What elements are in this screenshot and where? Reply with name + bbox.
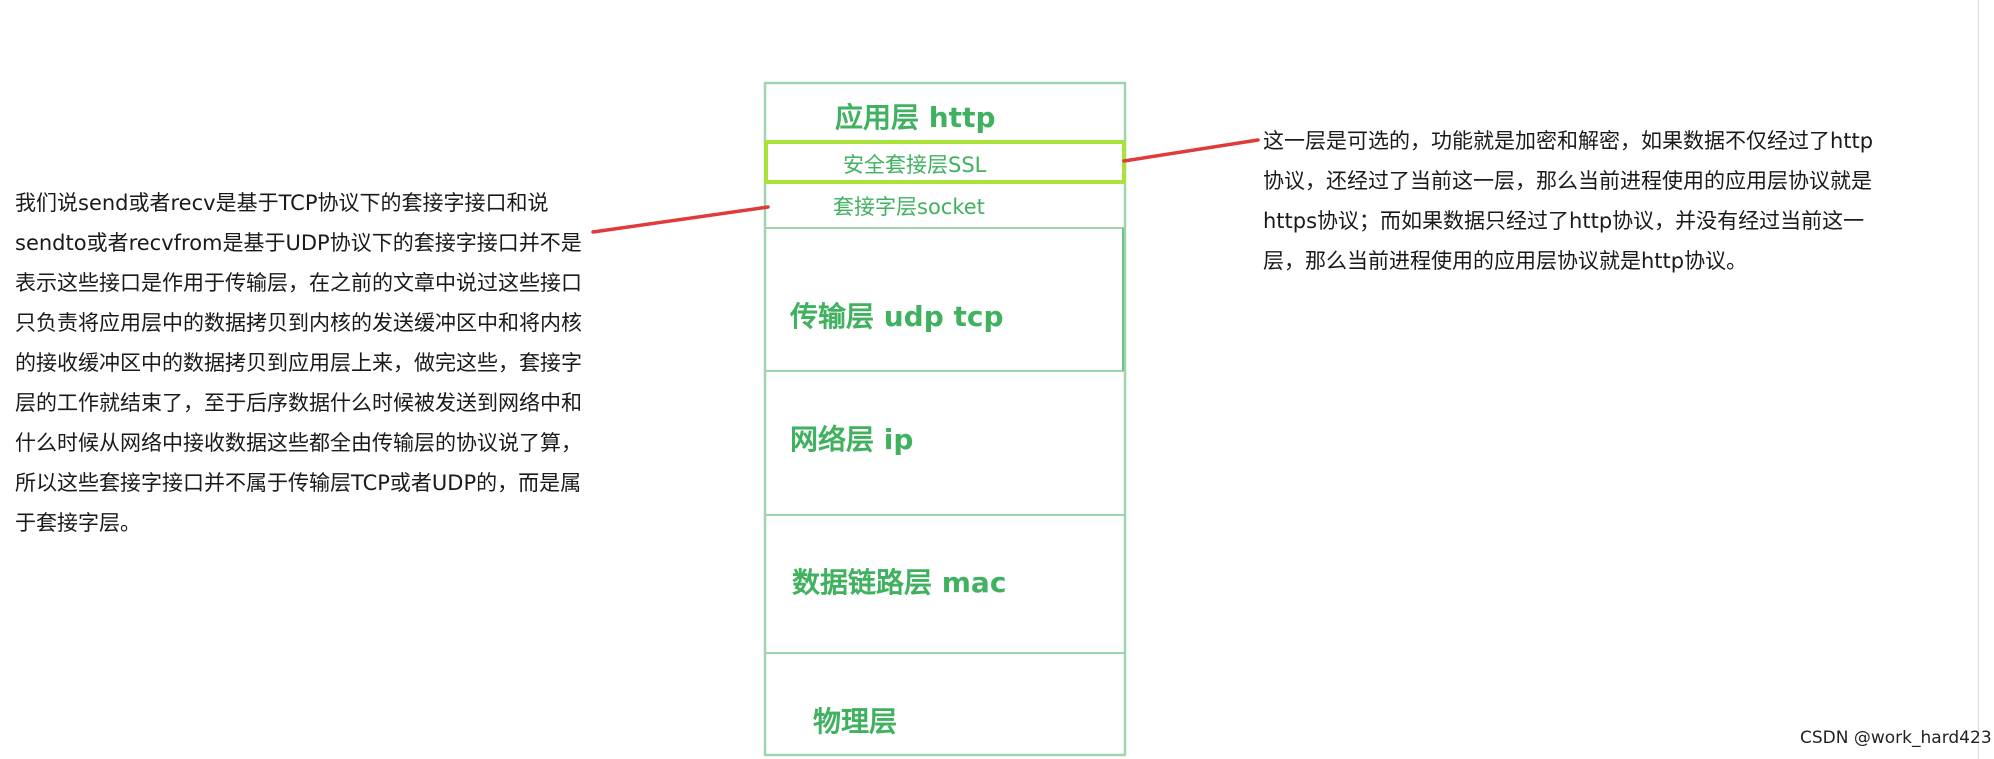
layer-network-label: 网络层 ip xyxy=(790,423,913,456)
left-pointer-line xyxy=(591,205,770,234)
layer-physical-label: 物理层 xyxy=(813,705,897,738)
layer-datalink-label: 数据链路层 mac xyxy=(792,566,1006,599)
layer-stack-frame xyxy=(763,81,1127,757)
layer-application-label: 应用层 http xyxy=(835,101,996,134)
right-pointer-line xyxy=(1122,138,1260,163)
ssl-layer-explanation: 这一层是可选的，功能就是加密和解密，如果数据不仅经过了http协议，还经过了当前… xyxy=(1263,129,1874,273)
socket-layer-explanation: 我们说send或者recv是基于TCP协议下的套接字接口和说sendto或者re… xyxy=(15,191,582,535)
layer-ssl-label: 安全套接层SSL xyxy=(843,153,987,177)
image-edge-divider xyxy=(1978,0,1979,759)
layer-socket-label: 套接字层socket xyxy=(833,195,985,219)
csdn-watermark: CSDN @work_hard423 xyxy=(1800,728,1992,748)
layer-transport-label: 传输层 udp tcp xyxy=(789,300,1004,333)
